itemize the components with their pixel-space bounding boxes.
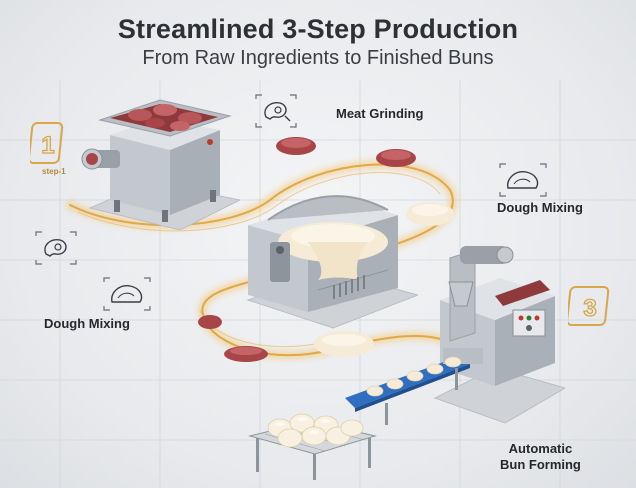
step-3-number-badge: 3 — [568, 286, 610, 326]
label-automatic-bun-forming: Automatic Bun Forming — [500, 441, 581, 473]
meat-grinder-machine — [81, 99, 240, 230]
dough-icon — [103, 277, 151, 311]
meat-icon — [255, 94, 297, 128]
page-title: Streamlined 3-Step Production — [117, 14, 519, 44]
label-dough-mixing-right: Dough Mixing — [497, 200, 583, 215]
label-dough-mixing-left: Dough Mixing — [44, 316, 130, 331]
label-meat-grinding: Meat Grinding — [336, 106, 424, 121]
label-line-2: Bun Forming — [500, 457, 581, 472]
step-1-caption: step-1 — [42, 167, 66, 176]
ground-meat-clumps — [198, 137, 416, 362]
page-subtitle: From Raw Ingredients to Finished Buns — [142, 47, 494, 69]
bun-forming-machine — [345, 246, 565, 425]
dough-pieces — [314, 202, 454, 357]
dough-mixer-machine — [246, 195, 418, 329]
meat-icon — [35, 231, 77, 265]
step-3-number: 3 — [583, 295, 596, 322]
step-1-number-badge: 1 — [30, 122, 64, 164]
label-line-1: Automatic — [508, 441, 573, 456]
dough-icon — [499, 163, 547, 197]
step-1-number: 1 — [41, 132, 54, 159]
steamed-buns-rack — [248, 413, 377, 480]
